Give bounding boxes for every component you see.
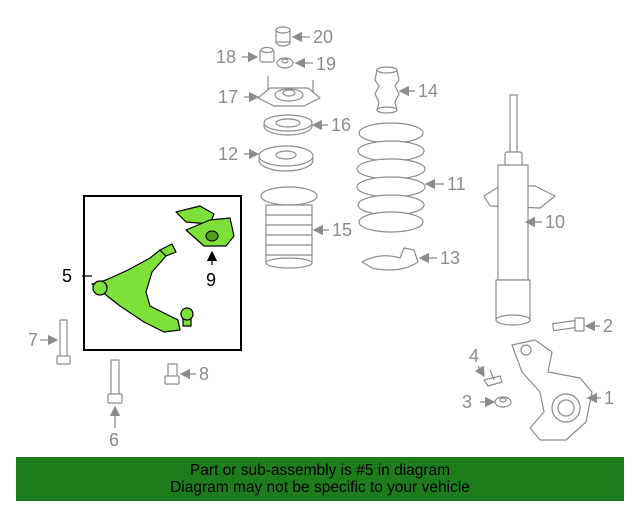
callout-11[interactable]: 11 — [447, 174, 466, 194]
callout-10[interactable]: 10 — [545, 212, 565, 232]
callout-14[interactable]: 14 — [418, 81, 438, 101]
part-16-bearing[interactable] — [263, 114, 313, 136]
part-6-bolt[interactable] — [107, 359, 123, 404]
part-5-lower-control-arm[interactable] — [91, 205, 235, 333]
callout-8[interactable]: 8 — [199, 364, 209, 384]
part-15-dust-boot[interactable] — [260, 186, 318, 269]
part-18-nut[interactable] — [259, 46, 275, 63]
callout-3[interactable]: 3 — [462, 392, 472, 412]
part-1-knuckle[interactable] — [511, 339, 593, 441]
info-banner: Part or sub-assembly is #5 in diagram Di… — [16, 457, 624, 501]
highlight-box — [83, 195, 242, 351]
part-2-bolt[interactable] — [552, 317, 585, 332]
part-14-bump-stop[interactable] — [374, 66, 400, 114]
callout-1[interactable]: 1 — [604, 388, 614, 408]
banner-line-2: Diagram may not be specific to your vehi… — [170, 479, 470, 496]
callout-17[interactable]: 17 — [218, 87, 238, 107]
part-7-bolt[interactable] — [56, 319, 71, 365]
leader-4 — [474, 365, 485, 378]
callout-19[interactable]: 19 — [316, 54, 336, 74]
callout-5[interactable]: 5 — [62, 266, 72, 286]
callout-9[interactable]: 9 — [206, 270, 216, 290]
callout-16[interactable]: 16 — [331, 115, 351, 135]
part-8-bolt[interactable] — [164, 363, 180, 385]
part-12-spring-seat[interactable] — [258, 145, 314, 172]
callout-12[interactable]: 12 — [218, 144, 238, 164]
banner-line-1: Part or sub-assembly is #5 in diagram — [189, 462, 451, 479]
callout-6[interactable]: 6 — [109, 430, 119, 450]
callout-18[interactable]: 18 — [216, 47, 236, 67]
part-19-nut[interactable] — [276, 57, 294, 69]
part-3-nut[interactable] — [494, 396, 512, 408]
part-4-bracket[interactable] — [483, 369, 503, 387]
callout-15[interactable]: 15 — [332, 220, 352, 240]
part-17-upper-mount[interactable] — [257, 76, 321, 107]
callout-4[interactable]: 4 — [469, 346, 479, 366]
callout-2[interactable]: 2 — [603, 316, 613, 336]
callout-7[interactable]: 7 — [28, 330, 38, 350]
part-10-strut[interactable] — [483, 94, 556, 326]
part-13-insulator[interactable] — [361, 247, 419, 271]
part-11-coil-spring[interactable] — [356, 122, 426, 233]
callout-20[interactable]: 20 — [313, 27, 333, 47]
callout-13[interactable]: 13 — [440, 248, 460, 268]
parts-diagram: 20 18 19 17 16 12 14 — [28, 26, 614, 450]
part-20-cap[interactable] — [275, 26, 291, 47]
